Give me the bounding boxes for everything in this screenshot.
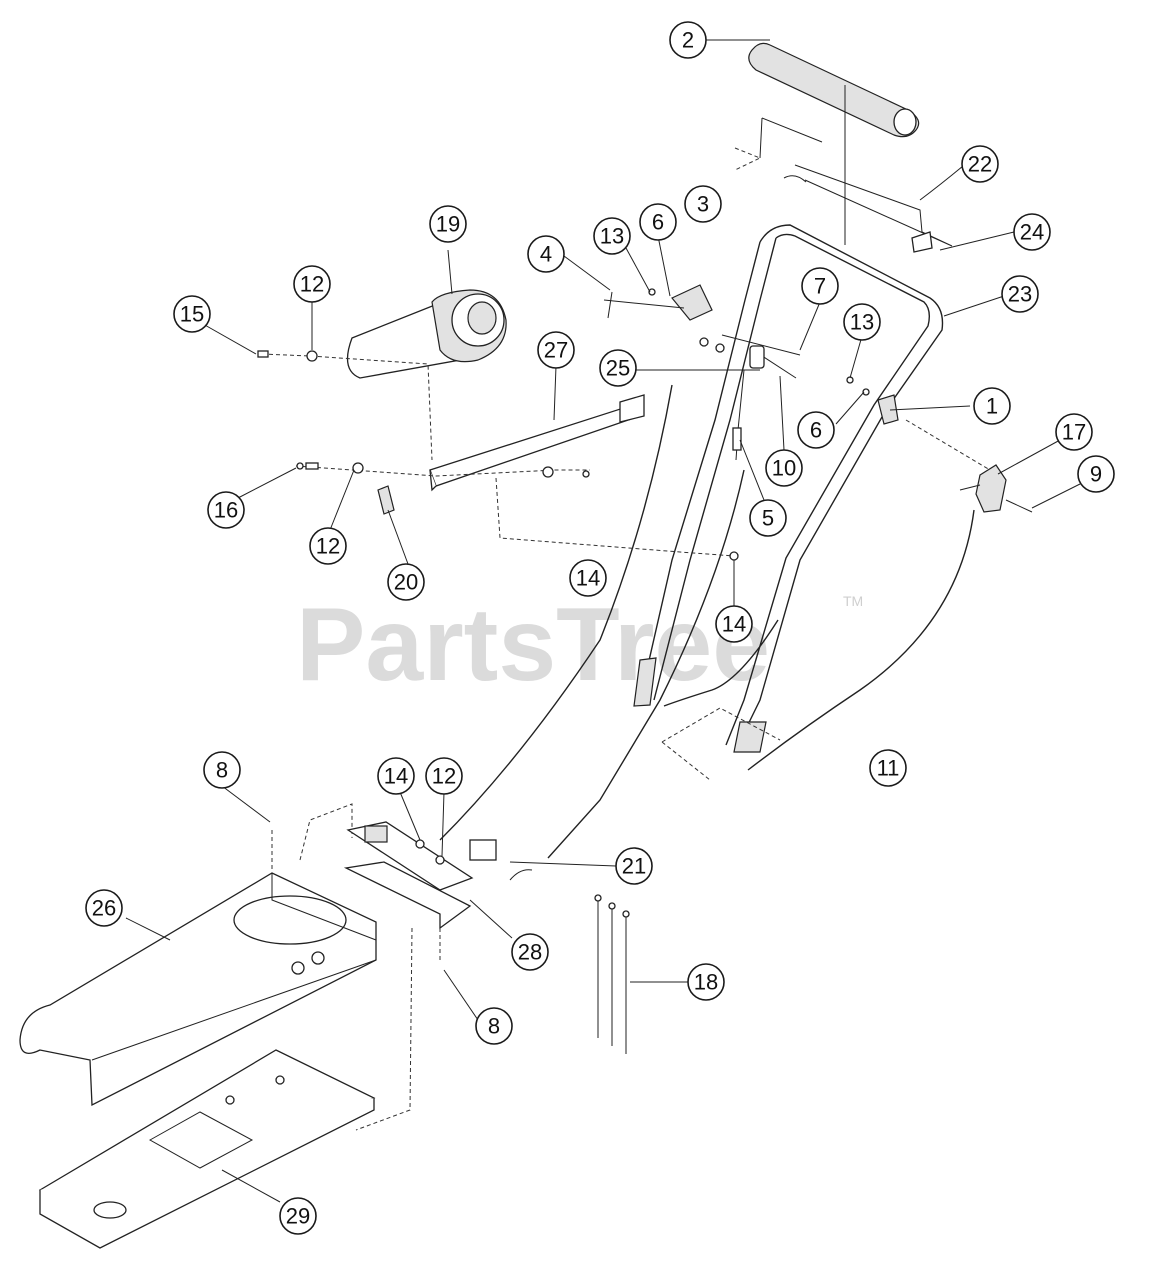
callout-27[interactable]: 27 [537, 331, 575, 369]
callout-13[interactable]: 13 [593, 217, 631, 255]
callout-label: 13 [850, 310, 874, 335]
callout-28[interactable]: 28 [511, 933, 549, 971]
callout-3[interactable]: 3 [684, 185, 722, 223]
callout-label: 29 [286, 1204, 310, 1229]
callout-15[interactable]: 15 [173, 295, 211, 333]
callout-label: 14 [384, 764, 408, 789]
leader-lines [125, 39, 1081, 1203]
callout-18[interactable]: 18 [687, 963, 725, 1001]
callout-22[interactable]: 22 [961, 145, 999, 183]
lower-housing [19, 872, 377, 1107]
callout-16[interactable]: 16 [207, 491, 245, 529]
callout-29[interactable]: 29 [279, 1197, 317, 1235]
callout-14b[interactable]: 14 [715, 605, 753, 643]
callout-label: 3 [697, 192, 709, 217]
callout-13b[interactable]: 13 [843, 303, 881, 341]
callout-label: 2 [682, 28, 694, 53]
callout-label: 15 [180, 302, 204, 327]
callout-label: 19 [436, 212, 460, 237]
callout-5[interactable]: 5 [749, 499, 787, 537]
watermark-trademark: TM [843, 593, 863, 609]
callout-label: 9 [1090, 462, 1102, 487]
callout-label: 27 [544, 338, 568, 363]
motor-cylinder [346, 289, 507, 379]
callout-label: 4 [540, 242, 552, 267]
grip-tube [748, 42, 920, 138]
chassis-base [38, 1049, 376, 1249]
lower-bracket [343, 821, 497, 930]
callout-label: 14 [576, 566, 600, 591]
callout-7[interactable]: 7 [801, 267, 839, 305]
callout-label: 10 [772, 456, 796, 481]
callout-label: 16 [214, 498, 238, 523]
callout-9[interactable]: 9 [1077, 455, 1115, 493]
callout-label: 12 [316, 534, 340, 559]
callout-6b[interactable]: 6 [797, 411, 835, 449]
callout-6[interactable]: 6 [639, 203, 677, 241]
callout-12c[interactable]: 12 [425, 757, 463, 795]
watermark-logo: PartsTree [296, 587, 770, 703]
callout-label: 20 [394, 570, 418, 595]
callout-20[interactable]: 20 [387, 563, 425, 601]
callout-14[interactable]: 14 [569, 559, 607, 597]
callout-label: 18 [694, 970, 718, 995]
control-cable-left [439, 384, 673, 841]
callout-17[interactable]: 17 [1055, 413, 1093, 451]
callout-12b[interactable]: 12 [309, 527, 347, 565]
callout-24[interactable]: 24 [1013, 213, 1051, 251]
callout-label: 8 [216, 758, 228, 783]
callout-12[interactable]: 12 [293, 265, 331, 303]
callout-8b[interactable]: 8 [475, 1007, 513, 1045]
callout-21[interactable]: 21 [615, 847, 653, 885]
callout-23[interactable]: 23 [1001, 275, 1039, 313]
callout-label: 12 [432, 764, 456, 789]
callout-label: 6 [652, 210, 664, 235]
callout-label: 7 [814, 274, 826, 299]
parts-artwork [19, 42, 1033, 1249]
cable-ties [597, 900, 627, 1054]
bail-wire [759, 117, 953, 247]
callout-label: 12 [300, 272, 324, 297]
callout-label: 6 [810, 418, 822, 443]
bracket-plate [429, 394, 645, 492]
callout-label: 17 [1062, 420, 1086, 445]
callout-8[interactable]: 8 [203, 751, 241, 789]
callout-14c[interactable]: 14 [377, 757, 415, 795]
control-cable-right [747, 509, 975, 771]
callout-label: 26 [92, 896, 116, 921]
callout-label: 25 [606, 356, 630, 381]
callout-1[interactable]: 1 [973, 387, 1011, 425]
callout-label: 21 [622, 854, 646, 879]
callout-label: 8 [488, 1014, 500, 1039]
upper-handle [737, 224, 944, 746]
callout-label: 24 [1020, 220, 1044, 245]
callout-label: 13 [600, 224, 624, 249]
callout-25[interactable]: 25 [599, 349, 637, 387]
callout-label: 14 [722, 612, 746, 637]
callout-label: 23 [1008, 282, 1032, 307]
callout-26[interactable]: 26 [85, 889, 123, 927]
callout-label: 1 [986, 394, 998, 419]
callout-label: 11 [877, 756, 900, 781]
callout-10[interactable]: 10 [765, 449, 803, 487]
callout-4[interactable]: 4 [527, 235, 565, 273]
callout-label: 5 [762, 506, 774, 531]
callout-11[interactable]: 11 [869, 749, 907, 787]
callout-label: 22 [968, 152, 992, 177]
callout-2[interactable]: 2 [669, 21, 707, 59]
callout-label: 28 [518, 940, 542, 965]
callout-19[interactable]: 19 [429, 205, 467, 243]
